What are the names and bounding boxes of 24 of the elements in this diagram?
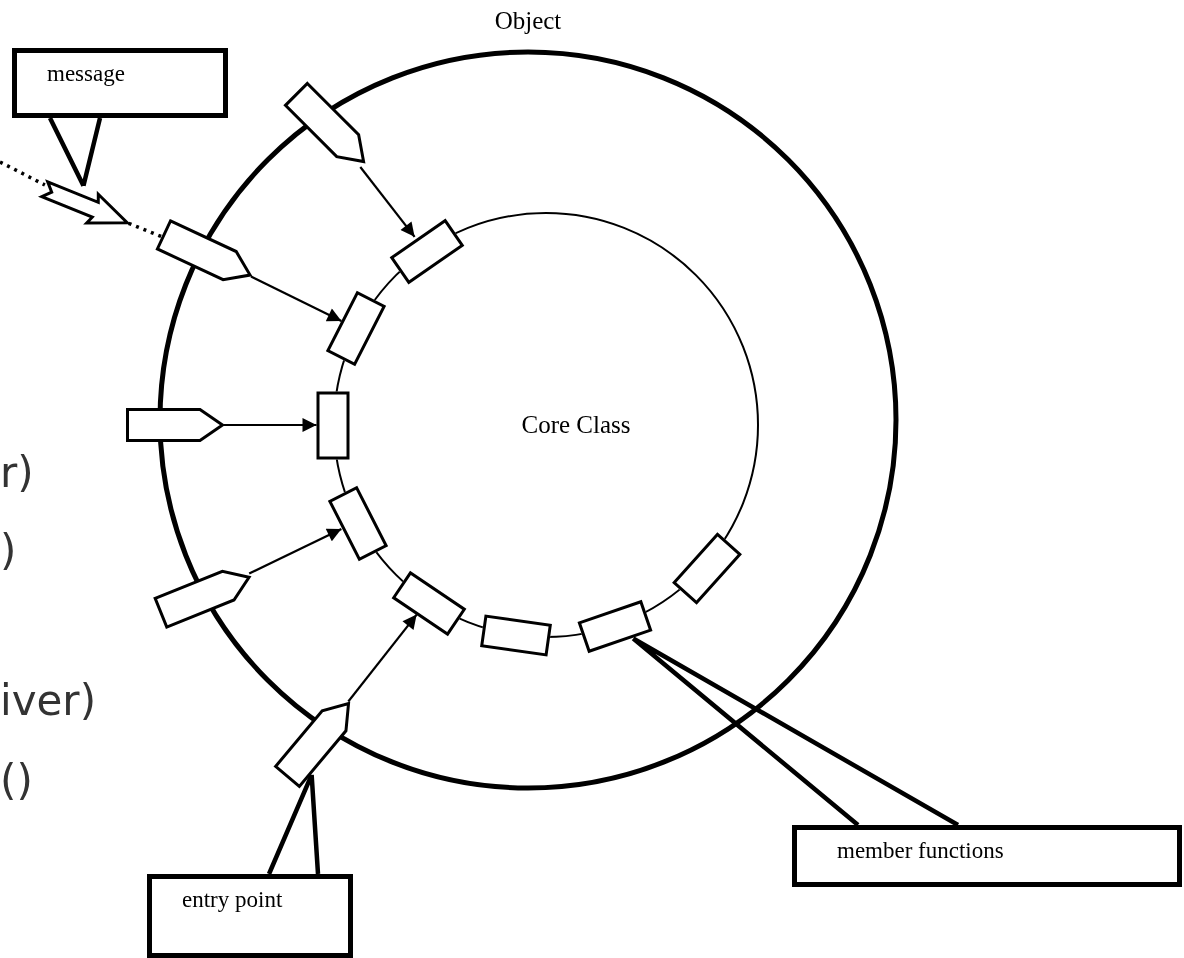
port-rectangle [316,391,350,459]
leader-line [631,636,961,828]
dotted-line [0,160,46,187]
text-fragment: iver) [0,680,97,722]
callout-box [147,874,353,958]
text-fragment: ) [0,530,17,572]
callout-text: message [47,61,125,86]
pentagon-tag [126,408,224,442]
arrow [224,418,317,432]
callout-box [792,825,1182,887]
circle-heading: Object [493,6,563,36]
callout-box [12,48,228,118]
text-fragment: r) [0,452,34,494]
callout-text: entry point [182,887,283,912]
circle-label: Core Class [521,411,631,439]
text-fragment: () [0,760,33,802]
arrow [250,275,342,322]
arrow [359,166,416,238]
arrow [248,527,342,575]
arrow [347,613,418,703]
dotted-line [128,221,163,239]
leader-line [266,772,321,877]
callout-text: member functions [837,838,1004,863]
leader-line [47,115,103,188]
